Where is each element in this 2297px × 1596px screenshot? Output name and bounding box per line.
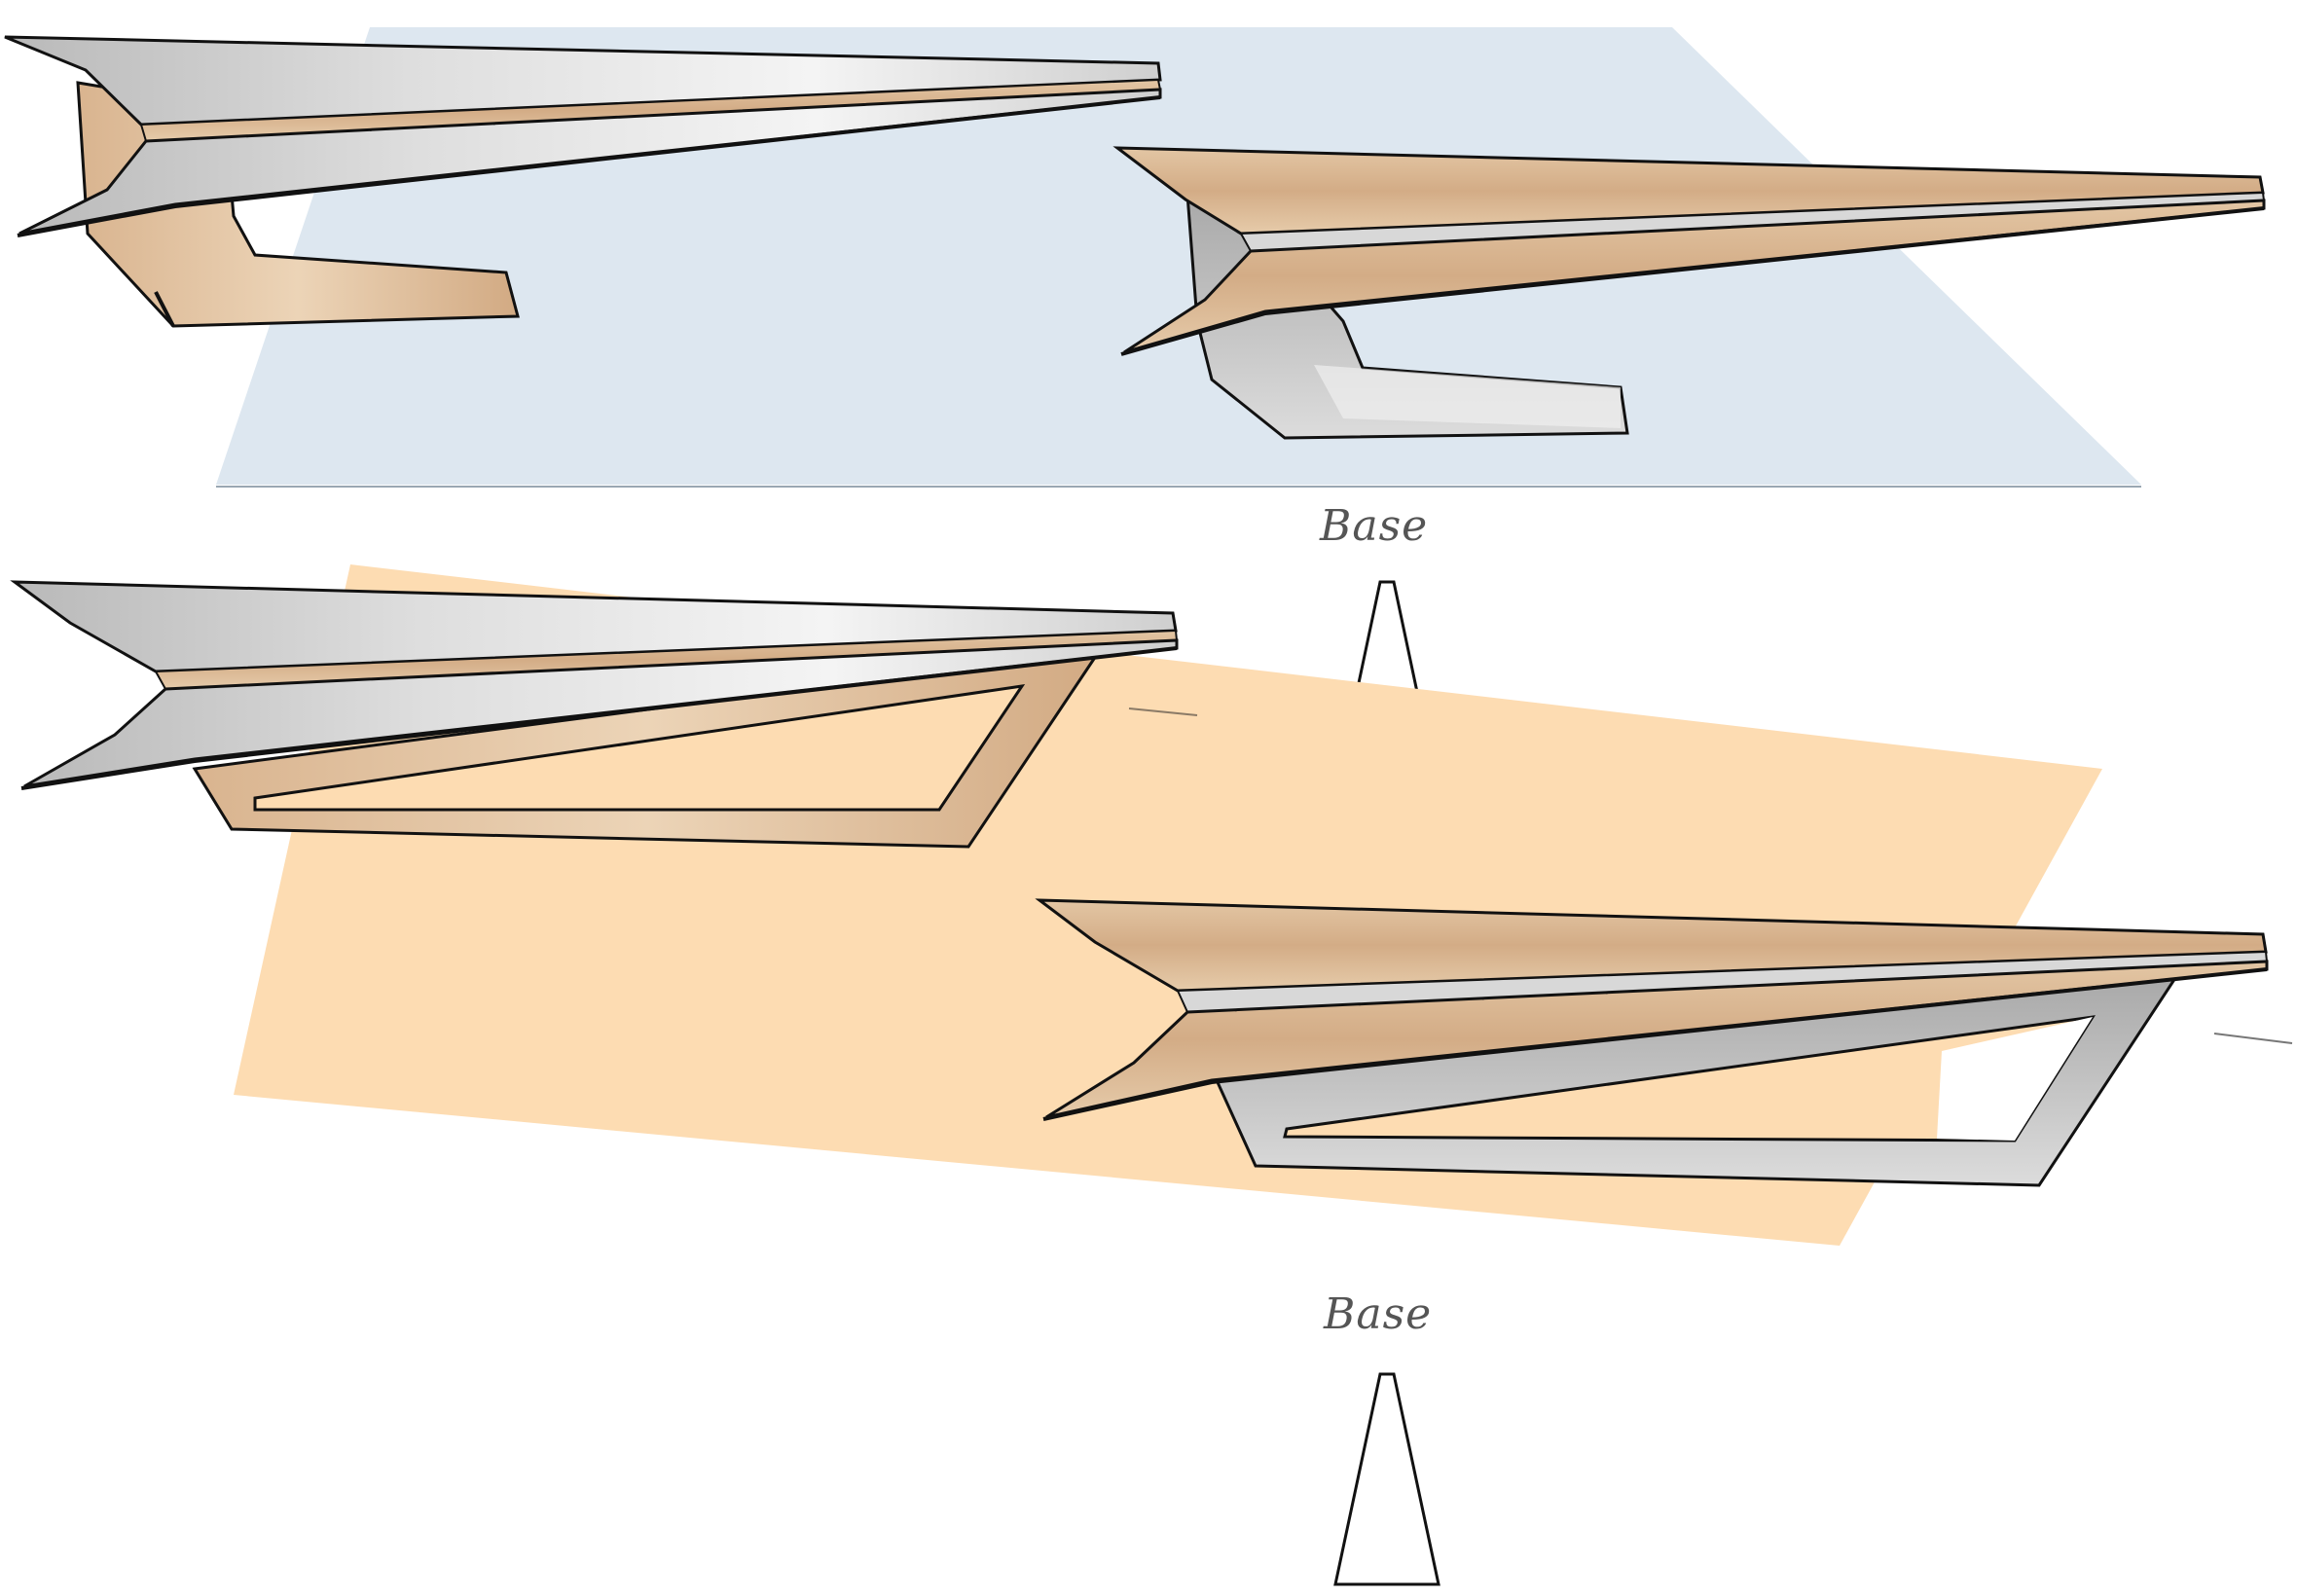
base-trapezoid-2	[1333, 1372, 1440, 1586]
shelf-sketch-1	[4, 35, 1162, 328]
bottom-concept-group: Base	[10, 564, 2293, 1586]
lower-wood-arrow-ink-4	[1042, 967, 2268, 1121]
peach-panel-edge	[1128, 707, 1198, 716]
wood-frame-inner	[253, 684, 1026, 812]
shelf-sketch-3	[10, 580, 1179, 849]
frame-cutout-white	[1937, 1017, 2093, 1141]
base-label-top: Base	[1319, 501, 1428, 551]
base-label-bottom: Base	[1323, 1289, 1432, 1339]
peach-panel-edge-right	[2213, 1033, 2293, 1044]
base-detail-2: Base	[1323, 1289, 1440, 1586]
leg-ink-edge	[154, 291, 175, 327]
top-concept-group: Base	[4, 27, 2266, 795]
lower-wood-arrow-ink	[1120, 206, 2265, 356]
shelf-sketch-2	[1112, 146, 2266, 440]
lower-arrow-ink	[17, 95, 1161, 237]
steel-leg-highlight	[1314, 365, 1621, 428]
shelf-sketch-4	[1035, 898, 2269, 1187]
lower-arrow-ink-3	[20, 646, 1178, 790]
